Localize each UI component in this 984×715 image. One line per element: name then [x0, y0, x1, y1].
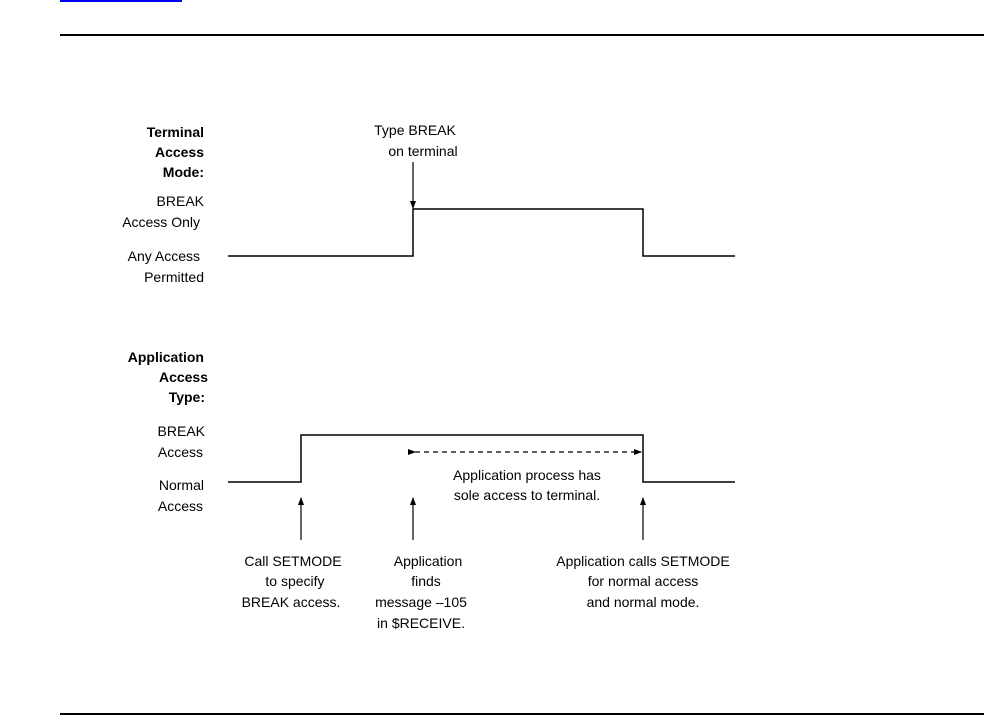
event-note: BREAK access. — [242, 594, 341, 610]
event-note: message –105 — [375, 594, 467, 610]
event-note: Application — [394, 553, 463, 569]
level-label: BREAK — [157, 193, 205, 209]
event-note: in $RECEIVE. — [377, 615, 465, 631]
heading: Mode: — [163, 164, 204, 180]
heading: Access — [155, 144, 204, 160]
event-note: Application calls SETMODE — [556, 553, 730, 569]
heading: Terminal — [147, 124, 204, 140]
terminal-mode-waveform — [228, 208, 735, 257]
event-notes: Call SETMODE to specify BREAK access. Ap… — [242, 553, 730, 631]
application-type-labels: Application Access Type: BREAK Access No… — [128, 349, 208, 514]
event-label: on terminal — [388, 143, 457, 159]
heading: Type: — [169, 389, 205, 405]
event-note: finds — [411, 573, 441, 589]
level-label: Access — [158, 498, 203, 514]
event-note: to specify — [265, 573, 324, 589]
level-label: BREAK — [158, 423, 206, 439]
event-note: for normal access — [588, 573, 698, 589]
top-link[interactable] — [60, 0, 182, 2]
heading: Application — [128, 349, 204, 365]
heading: Access — [159, 369, 208, 385]
event-note: and normal mode. — [587, 594, 700, 610]
level-label: Normal — [159, 477, 204, 493]
span-note: sole access to terminal. — [454, 487, 600, 503]
level-label: Any Access — [128, 248, 200, 264]
terminal-mode-labels: Terminal Access Mode: BREAK Access Only … — [122, 124, 204, 285]
level-label: Access Only — [122, 214, 200, 230]
application-type-waveform — [228, 434, 735, 483]
span-note: Application process has — [453, 467, 601, 483]
event-label: Type BREAK — [374, 122, 456, 138]
level-label: Access — [158, 444, 203, 460]
level-label: Permitted — [144, 269, 204, 285]
event-note: Call SETMODE — [244, 553, 341, 569]
